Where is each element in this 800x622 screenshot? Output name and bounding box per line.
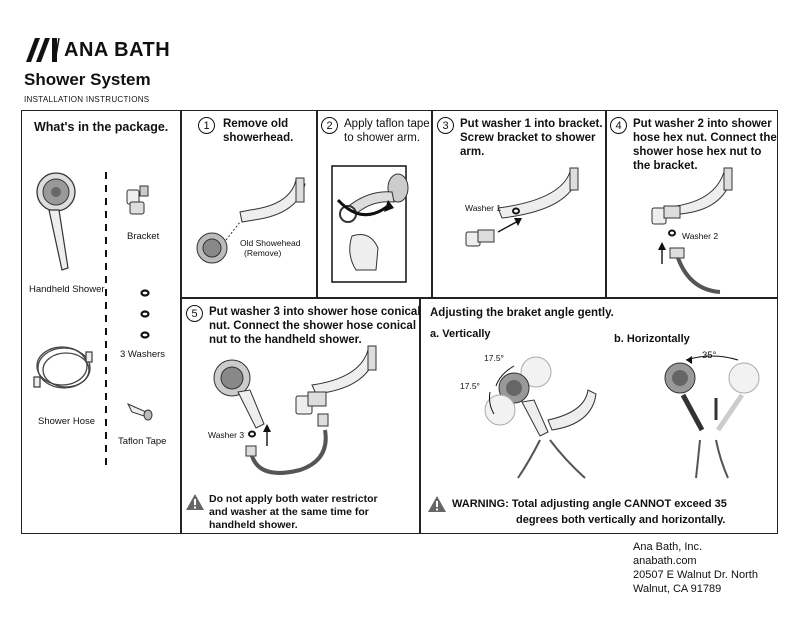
company-city: Walnut, CA 91789 [633,582,758,596]
company-street: 20507 E Walnut Dr. North [633,568,758,582]
company-address: Ana Bath, Inc. anabath.com 20507 E Walnu… [633,540,758,596]
angle-warning-line-2: degrees both vertically and horizontally… [516,514,725,526]
warning-icon [428,496,446,512]
company-name: Ana Bath, Inc. [633,540,758,554]
angle-warning-line-1: WARNING: Total adjusting angle CANNOT ex… [452,498,727,510]
company-website: anabath.com [633,554,758,568]
